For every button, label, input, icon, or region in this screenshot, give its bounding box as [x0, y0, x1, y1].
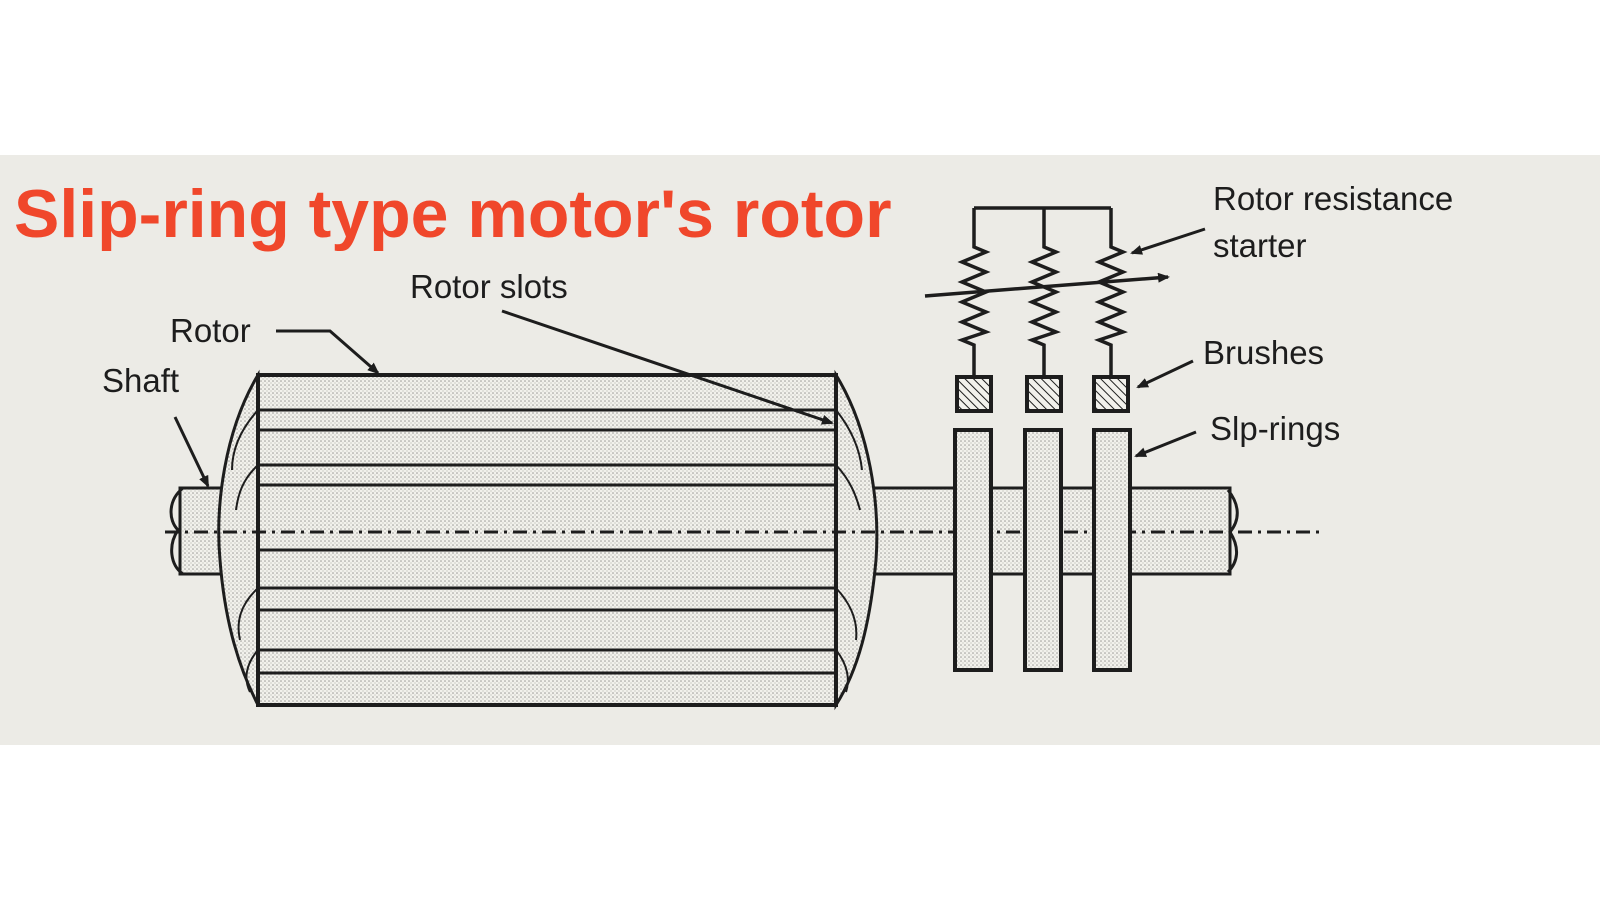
shaft-leader — [173, 416, 210, 488]
rotor-slot-lines — [258, 408, 836, 675]
slip-rings — [953, 428, 1132, 672]
label-rotor-resistance-line2: starter — [1213, 227, 1307, 264]
brushes — [955, 375, 1130, 413]
label-slip-rings: Slp-rings — [1210, 410, 1341, 447]
leader-lines — [173, 227, 1206, 488]
label-rotor-resistance-line1: Rotor resistance — [1213, 180, 1454, 217]
rotor-body — [217, 369, 879, 711]
brushes-leader — [1136, 359, 1194, 389]
rotor-leader — [276, 329, 380, 375]
slip-rings-leader — [1134, 430, 1197, 458]
label-rotor-slots: Rotor slots — [410, 268, 568, 305]
label-brushes: Brushes — [1203, 334, 1325, 371]
label-rotor: Rotor — [170, 312, 251, 349]
label-shaft: Shaft — [102, 362, 180, 399]
rotor-resistance-starter — [924, 206, 1170, 377]
diagram-title: Slip-ring type motor's rotor — [14, 176, 892, 252]
rotor-slots-leader — [501, 309, 834, 425]
starter-leader — [1130, 227, 1206, 255]
